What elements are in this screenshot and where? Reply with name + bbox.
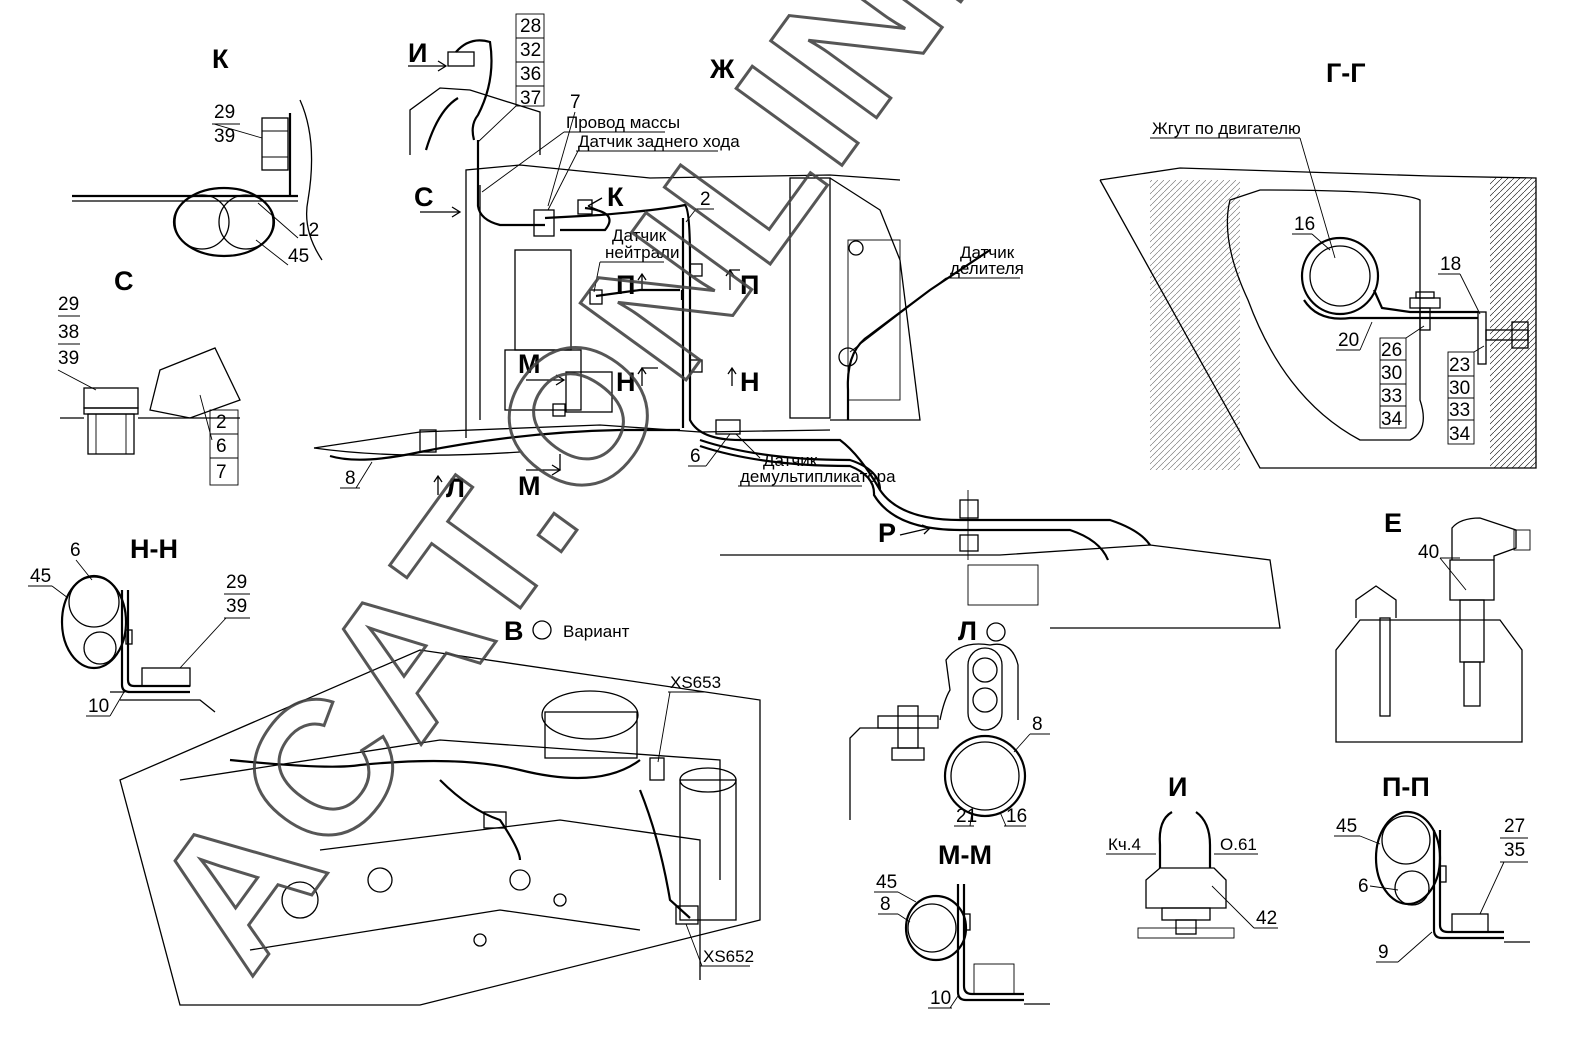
label-p-6: 6 [1358, 876, 1369, 897]
label-i-42: 42 [1256, 908, 1277, 929]
callout-divider-sensor-2: делителя [950, 259, 1024, 278]
label-i-37: 37 [520, 88, 541, 109]
label-k-12: 12 [298, 220, 319, 241]
label-zh-7: 7 [570, 92, 581, 113]
section-title-nn: Н-Н [130, 534, 178, 564]
callout-reverse-sensor: Датчик заднего хода [578, 132, 740, 151]
section-title-e: Е [1384, 508, 1402, 538]
callout-kch4: Кч.4 [1108, 835, 1141, 854]
view-l: Л 8 21 16 [849, 616, 1050, 827]
label-g-30a: 30 [1381, 363, 1402, 384]
label-g-34a: 34 [1381, 409, 1403, 430]
label-s-38: 38 [58, 322, 79, 343]
section-title-i2: И [1168, 772, 1187, 802]
label-s-6: 6 [216, 436, 227, 457]
label-m-10: 10 [930, 988, 951, 1009]
label-s-39: 39 [58, 348, 79, 369]
arrow-label-m1: М [518, 349, 541, 379]
label-m-8: 8 [880, 894, 891, 915]
label-l-16: 16 [1006, 806, 1027, 827]
section-title-zh: Ж [709, 54, 735, 84]
section-title-mm: М-М [938, 840, 992, 870]
arrow-label-l: Л [446, 473, 465, 503]
label-n-29: 29 [226, 572, 247, 593]
callout-xs652: XS652 [703, 947, 754, 966]
label-i-28: 28 [520, 16, 541, 37]
label-g-18: 18 [1440, 254, 1461, 275]
view-b-letter: В [504, 616, 524, 646]
arrow-label-r: Р [878, 518, 896, 548]
view-mm: М-М 45 8 10 [874, 840, 1050, 1009]
view-e: Е 40 [1335, 508, 1531, 743]
label-p-35: 35 [1504, 840, 1525, 861]
label-g-20: 20 [1338, 330, 1359, 351]
label-g-26: 26 [1381, 340, 1402, 361]
arrow-label-s: С [414, 182, 434, 212]
label-g-23: 23 [1449, 355, 1470, 376]
view-b-text: Вариант [563, 622, 630, 641]
label-g-34b: 34 [1449, 424, 1471, 445]
label-l-21: 21 [956, 806, 977, 827]
view-i-bottom: И Кч.4 О.61 42 [1106, 772, 1278, 939]
callout-neutral-sensor-1: Датчик [612, 226, 667, 245]
label-p-27: 27 [1504, 816, 1525, 837]
label-p-9: 9 [1378, 942, 1389, 963]
section-title-s: С [114, 266, 134, 296]
callout-demult-sensor-1: Датчик [763, 451, 818, 470]
view-k: К 29 39 12 45 [72, 44, 323, 267]
label-g-33b: 33 [1449, 400, 1470, 421]
arrow-label-p2: П [740, 270, 759, 300]
section-title-k: К [212, 44, 229, 74]
view-zh-main: Ж [313, 54, 1281, 629]
label-zh-8: 8 [345, 468, 356, 489]
label-g-33a: 33 [1381, 386, 1402, 407]
arrow-label-n1: Н [616, 367, 636, 397]
label-n-6: 6 [70, 540, 81, 561]
arrow-label-i: И [408, 38, 427, 68]
callout-o61: О.61 [1220, 835, 1257, 854]
label-p-45: 45 [1336, 816, 1357, 837]
view-gg: Г-Г Жгут по двигателю 16 18 20 26 30 [1099, 58, 1537, 470]
label-s-29: 29 [58, 294, 79, 315]
callout-divider-sensor-1: Датчик [960, 243, 1015, 262]
label-zh-6: 6 [690, 446, 701, 467]
label-n-39: 39 [226, 596, 247, 617]
label-g-30b: 30 [1449, 378, 1470, 399]
label-s-2: 2 [216, 412, 227, 433]
arrow-label-m2: М [518, 471, 541, 501]
label-n-10: 10 [88, 696, 109, 717]
label-i-32: 32 [520, 40, 541, 61]
label-m-45: 45 [876, 872, 897, 893]
label-n-45: 45 [30, 566, 51, 587]
callout-mass-wire: Провод массы [566, 113, 680, 132]
view-i-top: И 28 32 36 37 [408, 13, 545, 155]
label-k-29: 29 [214, 102, 235, 123]
label-g-16: 16 [1294, 214, 1315, 235]
arrow-label-n2: Н [740, 367, 760, 397]
callout-engine-harness: Жгут по двигателю [1152, 119, 1301, 138]
view-nn: Н-Н 6 45 29 39 10 [28, 534, 250, 717]
label-l-8: 8 [1032, 714, 1043, 735]
view-pp: П-П 45 6 27 35 9 [1334, 772, 1530, 963]
section-title-pp: П-П [1382, 772, 1430, 802]
label-k-39: 39 [214, 126, 235, 147]
arrow-label-k: К [607, 182, 624, 212]
view-s: С 29 38 39 2 6 7 [57, 266, 241, 486]
label-s-7: 7 [216, 462, 227, 483]
label-zh-2: 2 [700, 189, 711, 210]
callout-neutral-sensor-2: нейтрали [605, 243, 679, 262]
section-title-gg: Г-Г [1326, 58, 1366, 88]
label-i-36: 36 [520, 64, 541, 85]
section-title-l: Л [958, 616, 977, 646]
label-k-45: 45 [288, 246, 309, 267]
label-e-40: 40 [1418, 542, 1439, 563]
view-b: В Вариант XS653 XS652 [119, 616, 761, 1006]
callout-demult-sensor-2: демультипликатора [740, 467, 896, 486]
callout-xs653: XS653 [670, 673, 721, 692]
arrow-label-p1: П [616, 270, 635, 300]
